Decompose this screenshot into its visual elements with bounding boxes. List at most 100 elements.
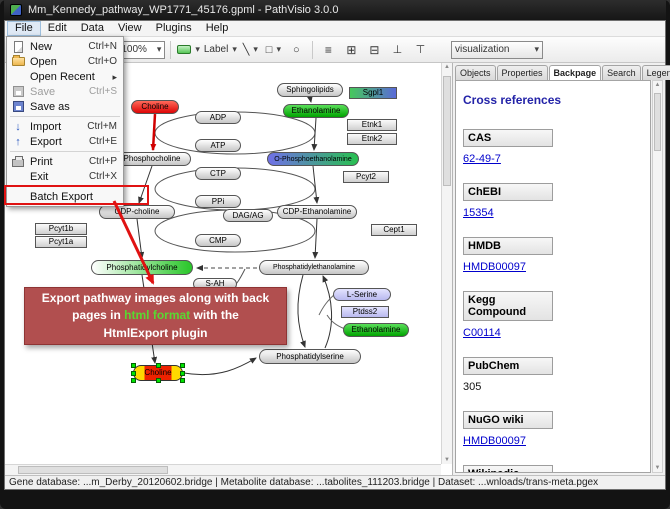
- scrollbar-thumb[interactable]: [654, 93, 661, 151]
- align-tool-2[interactable]: [341, 40, 362, 60]
- annotation-line2-post: with the: [190, 308, 239, 322]
- pathway-node-choline-top[interactable]: Choline: [131, 100, 179, 114]
- menu-item-save-as[interactable]: Save as: [7, 99, 123, 114]
- pathway-node-ethanolamine-top[interactable]: Ethanolamine: [283, 104, 349, 118]
- scroll-up-icon[interactable]: [653, 82, 662, 88]
- menu-item-open[interactable]: Open Ctrl+O: [7, 54, 123, 69]
- pathway-node-choline-selected[interactable]: Choline: [133, 365, 183, 381]
- selection-handle[interactable]: [180, 378, 185, 383]
- xref-link[interactable]: C00114: [463, 327, 501, 339]
- pathway-node-phosphatidylcholine[interactable]: Phosphatidylcholine: [91, 260, 193, 275]
- pathway-node-pcyt1a[interactable]: Pcyt1a: [35, 236, 87, 248]
- label-tool[interactable]: Label: [203, 40, 238, 60]
- pathway-node-etnk2[interactable]: Etnk2: [347, 133, 397, 145]
- backpage-scrollbar[interactable]: [652, 80, 663, 473]
- selection-handle[interactable]: [131, 363, 136, 368]
- xref-link[interactable]: HMDB00097: [463, 435, 526, 447]
- pathway-node-cmp[interactable]: CMP: [195, 234, 241, 247]
- menu-edit[interactable]: Edit: [41, 21, 74, 36]
- zoom-dropdown[interactable]: 100%: [117, 41, 165, 59]
- xref-link[interactable]: HMDB00097: [463, 261, 526, 273]
- distribute-icon: [369, 43, 379, 57]
- menu-file[interactable]: File: [7, 21, 41, 36]
- pathway-node-cdp-choline[interactable]: CDP-choline: [99, 205, 175, 219]
- pathway-node-ptdss2[interactable]: Ptdss2: [341, 306, 389, 318]
- selection-handle[interactable]: [156, 378, 161, 383]
- rect-shape-tool[interactable]: [263, 40, 284, 60]
- scroll-down-icon[interactable]: [442, 457, 452, 463]
- line-tool[interactable]: [240, 40, 261, 60]
- pathway-node-phosphatidylserine[interactable]: Phosphatidylserine: [259, 349, 361, 364]
- selection-handle[interactable]: [131, 378, 136, 383]
- annotation-highlight: html format: [124, 308, 190, 322]
- datanode-tool[interactable]: [176, 40, 201, 60]
- align-tool-5[interactable]: [410, 40, 431, 60]
- batch-export-highlight-box: [4, 185, 149, 205]
- pathway-node-atp[interactable]: ATP: [195, 139, 241, 152]
- pathway-node-ctp[interactable]: CTP: [195, 167, 241, 180]
- annotation-line2-pre: pages in: [72, 308, 124, 322]
- visualization-value: visualization: [455, 44, 509, 55]
- selection-handle[interactable]: [180, 363, 185, 368]
- pathway-node-etnk1[interactable]: Etnk1: [347, 119, 397, 131]
- title-bar: Mm_Kennedy_pathway_WP1771_45176.gpml - P…: [4, 0, 666, 20]
- align-tool-1[interactable]: [318, 40, 339, 60]
- menu-data[interactable]: Data: [74, 21, 111, 36]
- canvas-vertical-scrollbar[interactable]: [441, 63, 452, 464]
- pathway-node-cdp-ethanolamine[interactable]: CDP-Ethanolamine: [277, 205, 357, 219]
- menu-separator: [10, 116, 120, 117]
- xref-source-header: CAS: [463, 129, 553, 147]
- menu-plugins[interactable]: Plugins: [149, 21, 199, 36]
- selection-handle[interactable]: [180, 371, 185, 376]
- scroll-up-icon[interactable]: [442, 64, 452, 70]
- canvas-horizontal-scrollbar[interactable]: [5, 464, 441, 475]
- scroll-down-icon[interactable]: [653, 465, 662, 471]
- xref-source-header: HMDB: [463, 237, 553, 255]
- open-folder-icon: [12, 57, 25, 66]
- menu-item-exit[interactable]: Exit Ctrl+X: [7, 169, 123, 184]
- xref-link[interactable]: 62-49-7: [463, 153, 501, 165]
- pathway-node-pcyt2[interactable]: Pcyt2: [343, 171, 389, 183]
- xref-link[interactable]: 15354: [463, 207, 494, 219]
- line-icon: [243, 43, 250, 56]
- pathvisio-app-icon: [10, 4, 22, 16]
- pathway-node-phosphatidylethanolamine[interactable]: Phosphatidylethanolamine: [259, 260, 369, 275]
- rectangle-icon: [266, 44, 273, 56]
- tab-search[interactable]: Search: [602, 65, 641, 80]
- visualization-dropdown[interactable]: visualization: [451, 41, 543, 59]
- align-tool-3[interactable]: [364, 40, 385, 60]
- pathway-node-phosphocholine[interactable]: Phosphocholine: [113, 152, 191, 166]
- menu-view[interactable]: View: [111, 21, 149, 36]
- menu-item-import[interactable]: Import Ctrl+M: [7, 119, 123, 134]
- tab-properties[interactable]: Properties: [497, 65, 548, 80]
- xref-source-header: PubChem: [463, 357, 553, 375]
- tab-backpage[interactable]: Backpage: [549, 65, 602, 80]
- pathway-node-cept1[interactable]: Cept1: [371, 224, 417, 236]
- chevron-down-icon: [273, 44, 281, 55]
- pathway-node-ppi[interactable]: PPi: [195, 195, 241, 208]
- toolbar-separator: [170, 41, 171, 59]
- menu-help[interactable]: Help: [199, 21, 236, 36]
- pathway-node-dag-ag[interactable]: DAG/AG: [223, 209, 273, 222]
- pathway-node-l-serine[interactable]: L-Serine: [333, 288, 391, 301]
- align-tool-4[interactable]: [387, 40, 408, 60]
- pathway-node-pcyt1b[interactable]: Pcyt1b: [35, 223, 87, 235]
- import-icon: [15, 121, 21, 133]
- tab-legend[interactable]: Legend: [642, 65, 670, 80]
- menu-item-new[interactable]: New Ctrl+N: [7, 39, 123, 54]
- menu-item-open-recent[interactable]: Open Recent: [7, 69, 123, 84]
- scrollbar-thumb[interactable]: [18, 466, 168, 474]
- tab-objects[interactable]: Objects: [455, 65, 496, 80]
- pathway-node-ethanolamine-right[interactable]: Ethanolamine: [343, 323, 409, 337]
- pathway-node-sgpl1[interactable]: Sgpl1: [349, 87, 397, 99]
- cross-references-heading: Cross references: [463, 93, 643, 107]
- ellipse-shape-tool[interactable]: [286, 40, 307, 60]
- pathway-node-adp[interactable]: ADP: [195, 111, 241, 124]
- menu-item-print[interactable]: Print Ctrl+P: [7, 154, 123, 169]
- pathway-node-o-phosphoethanolamine[interactable]: O-Phosphoethanolamine: [267, 152, 359, 166]
- selection-handle[interactable]: [131, 371, 136, 376]
- menu-item-export[interactable]: Export Ctrl+E: [7, 134, 123, 149]
- pathway-node-sphingolipids[interactable]: Sphingolipids: [277, 83, 343, 97]
- selection-handle[interactable]: [156, 363, 161, 368]
- scrollbar-thumb[interactable]: [443, 76, 451, 186]
